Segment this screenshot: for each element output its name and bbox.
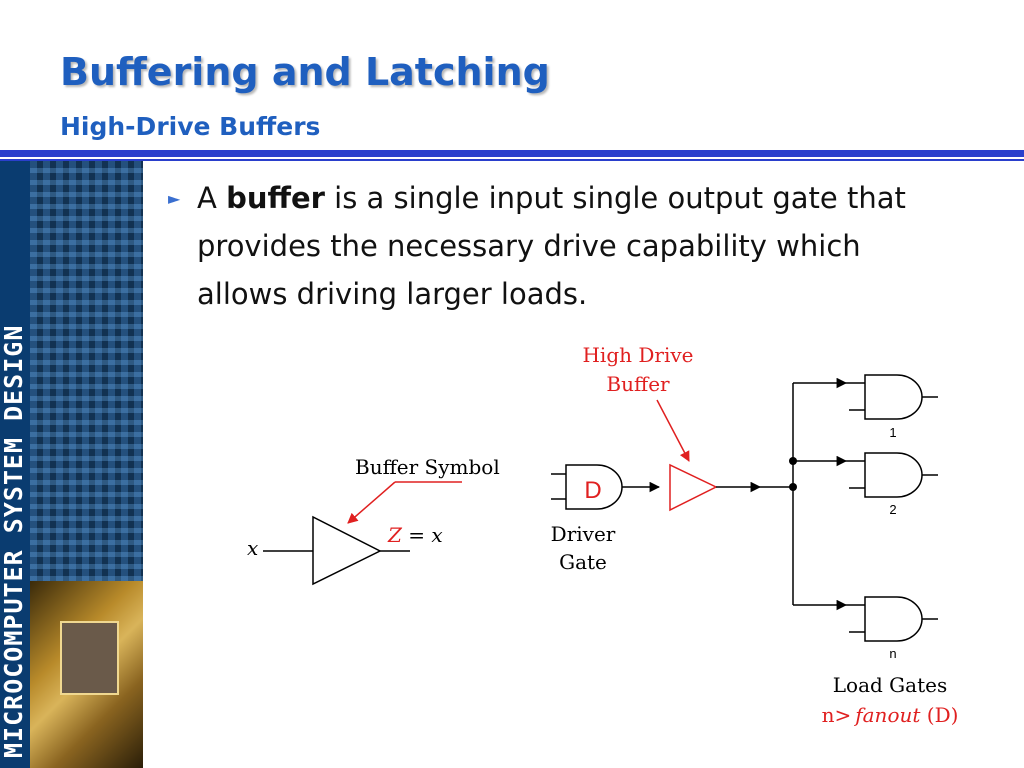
driver-gate-letter: D: [584, 477, 601, 504]
buffer-output-var: Z: [387, 523, 403, 547]
high-drive-pointer-arrow: [656, 399, 690, 462]
circuit-pattern-image: [30, 161, 143, 581]
load-gate-n-label: n: [889, 646, 896, 661]
sidebar-banner: MICROCOMPUTER SYSTEM DESIGN: [0, 161, 143, 768]
buffer-triangle: [312, 515, 382, 586]
load-gate-1: 1: [793, 374, 938, 440]
buffer-output-label: Z = x: [387, 523, 443, 547]
load-gates-caption: Load Gates: [833, 673, 947, 697]
buffer-symbol-pointer-arrow: [347, 481, 396, 524]
load-gate-1-body: [864, 374, 923, 420]
buffer-output-rest: = x: [402, 523, 443, 547]
buffer-symbol-group: Buffer Symbol x Z = x: [247, 455, 500, 586]
page-title: Buffering and Latching: [60, 50, 550, 94]
load-gate-2-body: [864, 452, 923, 498]
driver-gate-body: [565, 464, 623, 510]
bus-junction-2: [789, 483, 797, 491]
bullet-arrow-icon: ►: [168, 189, 181, 208]
sidebar-text-strip: MICROCOMPUTER SYSTEM DESIGN: [0, 161, 30, 768]
driver-caption-line1: Driver: [551, 522, 616, 546]
load-gate-1-label: 1: [889, 425, 896, 440]
bullet-text-start: A: [197, 181, 227, 215]
bullet-text-end: is a single input single output gate tha…: [197, 181, 906, 311]
fanout-caption: n>fanout (D): [822, 703, 959, 727]
bullet-point: A buffer is a single input single output…: [197, 174, 917, 318]
fanout-rest: (D): [920, 703, 958, 727]
page-subtitle: High-Drive Buffers: [60, 112, 321, 141]
high-drive-caption-line1: High Drive: [582, 343, 693, 367]
chip-die: [60, 621, 119, 695]
fanout-word: fanout: [853, 703, 921, 727]
header-divider-thin: [0, 159, 1024, 161]
high-drive-buffer-triangle: [669, 463, 718, 512]
chip-image: [30, 581, 143, 768]
buffer-symbol-caption: Buffer Symbol: [355, 455, 500, 479]
high-drive-caption-group: High Drive Buffer: [582, 343, 694, 462]
load-gate-2: 2: [793, 452, 938, 517]
load-gate-n-body: [864, 596, 923, 642]
buffer-input-label: x: [247, 536, 258, 560]
driver-caption-line2: Gate: [559, 550, 607, 574]
load-gate-n: n: [793, 596, 938, 661]
bullet-bold-term: buffer: [226, 181, 325, 215]
header-divider: [0, 150, 1024, 157]
driver-gate-group: D Driver Gate: [551, 464, 661, 574]
load-gate-2-label: 2: [889, 502, 896, 517]
high-drive-caption-line2: Buffer: [606, 372, 670, 396]
fanout-n: n>: [822, 703, 852, 727]
